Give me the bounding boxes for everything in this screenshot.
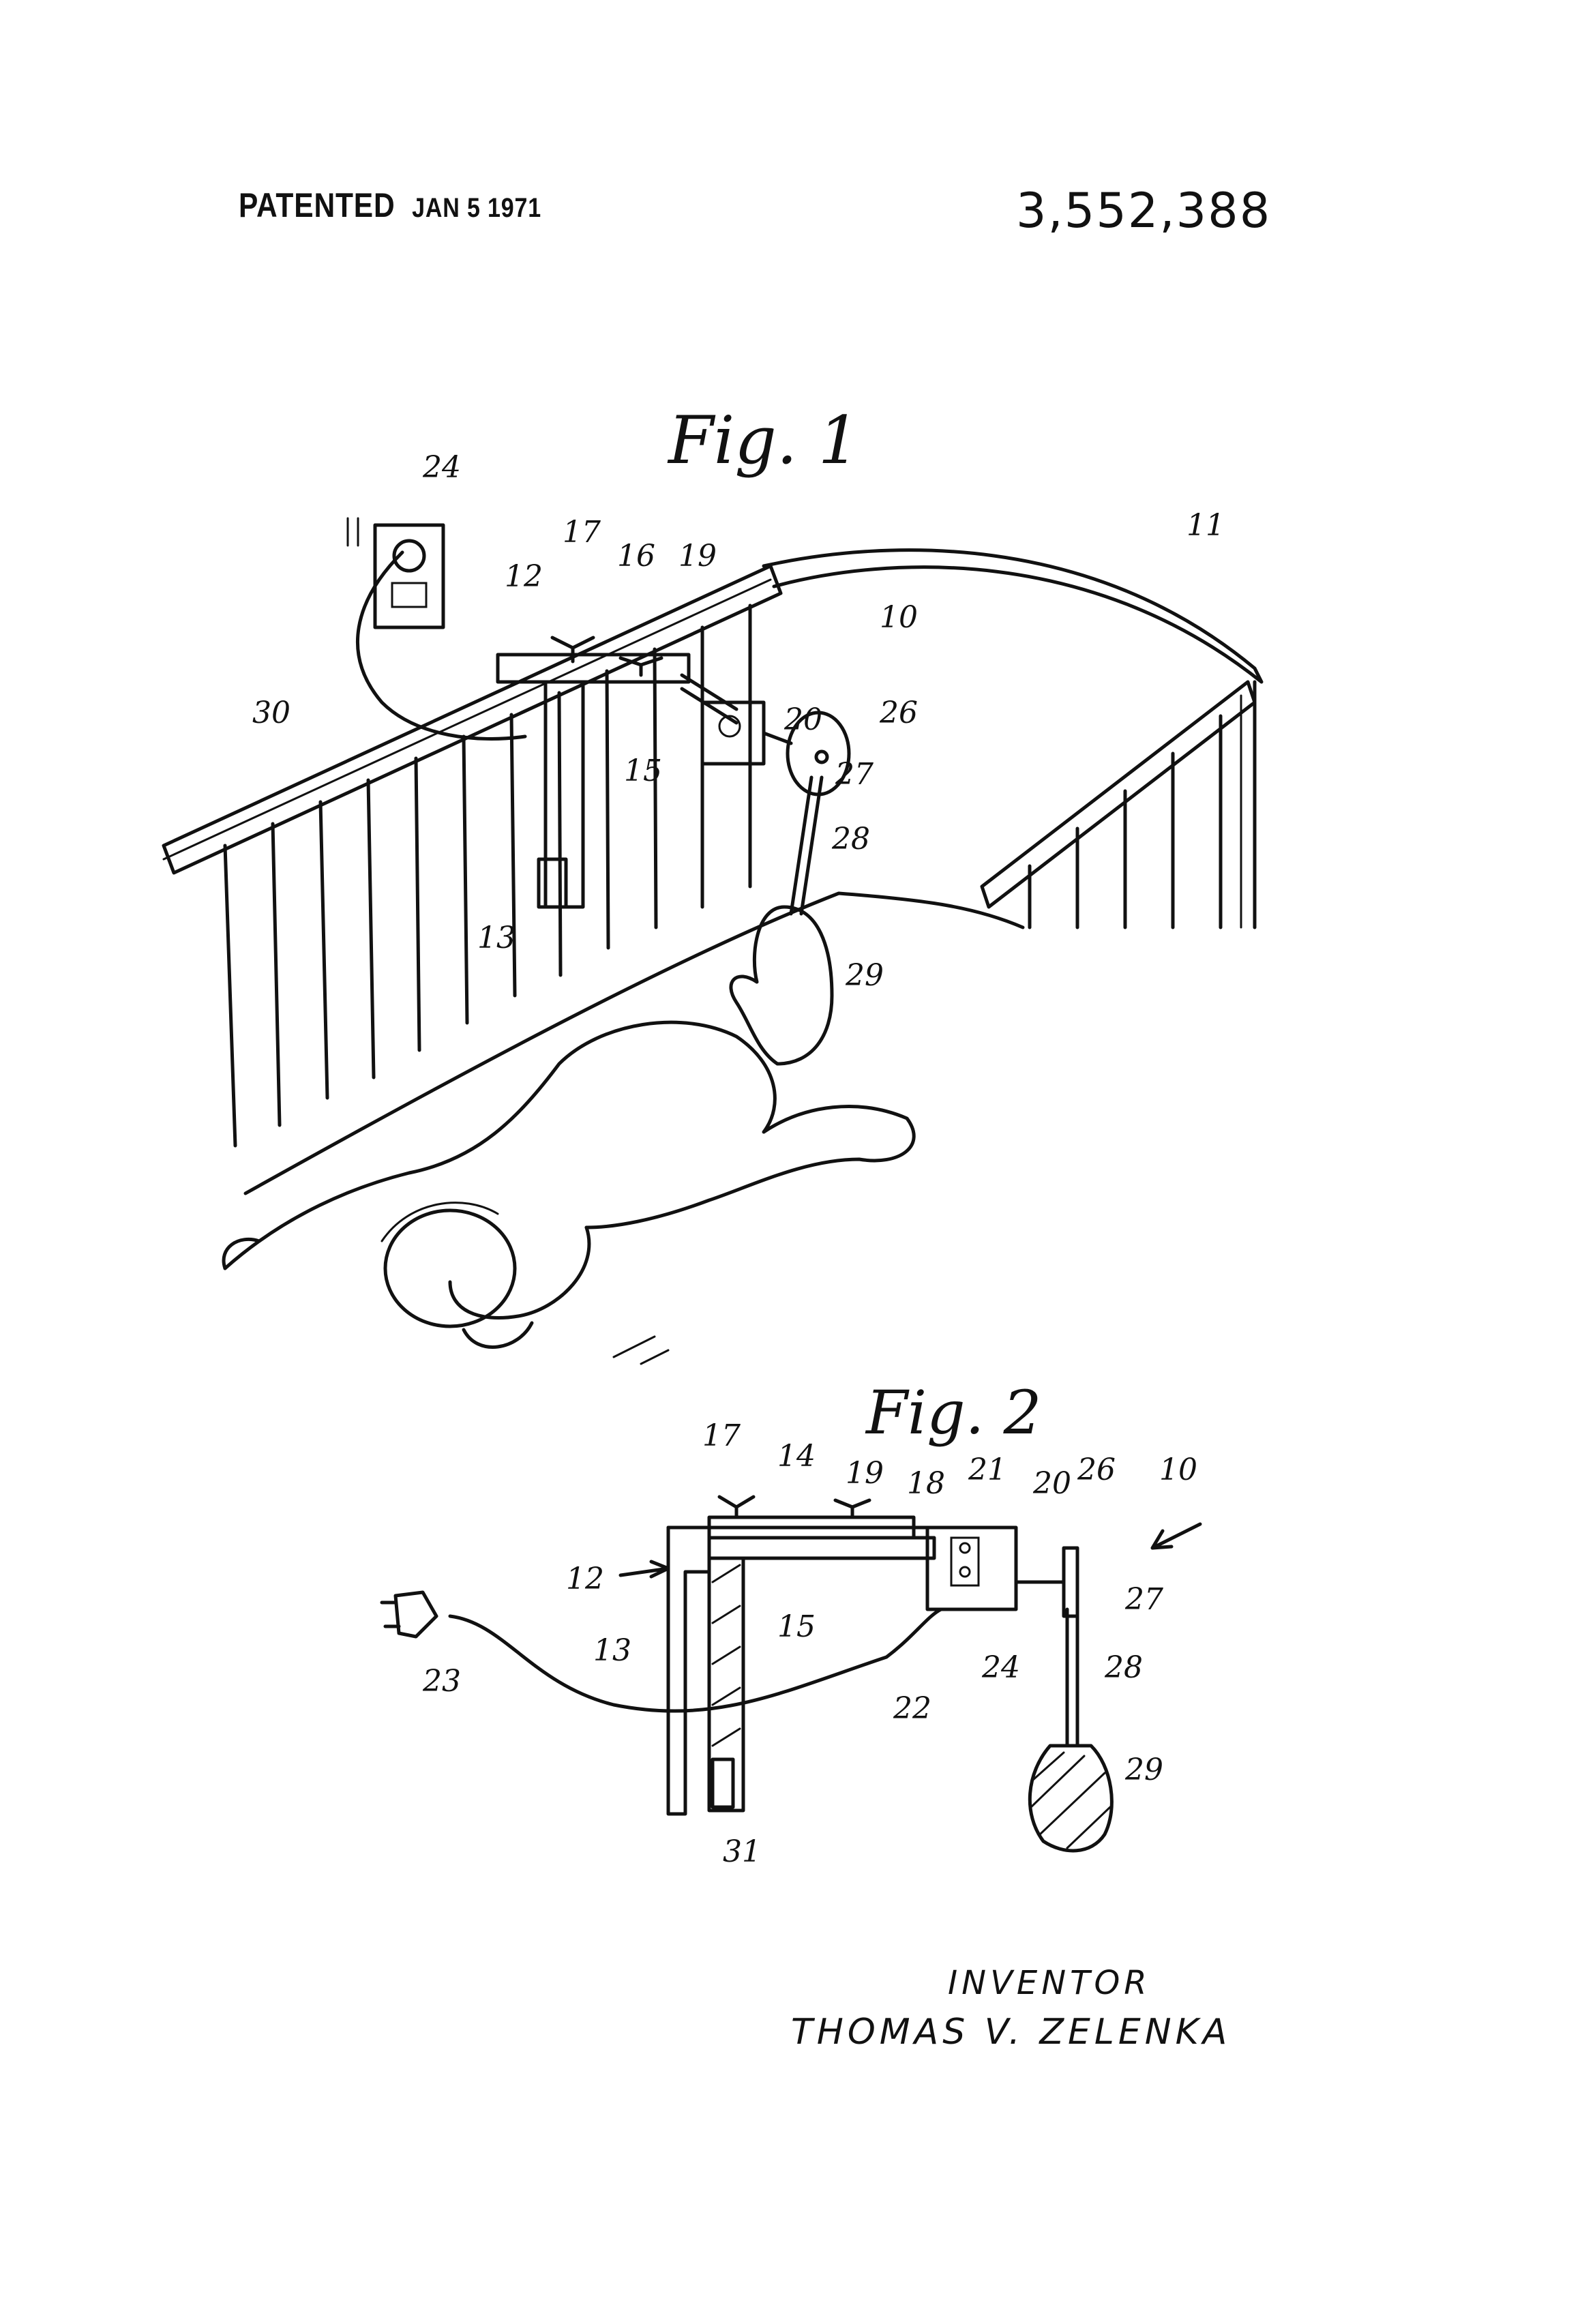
fig1-ref-11: 11: [1186, 508, 1225, 543]
baby-head: [383, 1208, 517, 1328]
fig2-ref-13: 13: [593, 1633, 631, 1668]
fig1-ref-16: 16: [617, 539, 655, 573]
clamp-bracket-top: [496, 653, 691, 684]
inventor-name: THOMAS V. ZELENKA: [791, 2012, 1232, 2053]
outlet-socket: [391, 582, 428, 608]
plug-23: [393, 1590, 438, 1639]
fig2-ref-18: 18: [907, 1466, 945, 1501]
patented-label: PATENTED: [239, 186, 395, 224]
sleeping-baby: [222, 1020, 916, 1365]
fig1-ref-19: 19: [678, 539, 717, 573]
fig1-ref-24: 24: [423, 450, 461, 485]
inventor-label: INVENTOR: [948, 1964, 1151, 2002]
support-arm-18: [707, 1536, 936, 1560]
eccentric-pin-27: [814, 749, 829, 764]
fig1-ref-26: 26: [880, 696, 918, 730]
crib-rail-back: [762, 548, 1264, 684]
fig1-ref-10: 10: [880, 600, 918, 635]
pad-31: [711, 1757, 735, 1809]
fig2-ref-22: 22: [893, 1691, 931, 1726]
fig2-ref-19: 19: [846, 1456, 884, 1491]
wing-nut-19: [618, 656, 663, 677]
crib-rail-front: [162, 564, 783, 875]
patent-number: 3,552,388: [1016, 183, 1272, 239]
fig2-ref-20: 20: [1033, 1466, 1071, 1501]
fig1-title: Fig. 1: [668, 402, 860, 479]
fig2-ref-21: 21: [968, 1452, 1006, 1487]
fig2-ref-23: 23: [423, 1664, 461, 1699]
wing-nut-19: [833, 1498, 871, 1519]
wing-nut-17: [717, 1495, 756, 1519]
fig2-ref-10: 10: [1159, 1452, 1197, 1487]
fig1-drawing: [162, 517, 1264, 1365]
patented-date: JAN 5 1971: [412, 193, 542, 223]
clamp-pad: [537, 857, 568, 909]
fig2-ref-31: 31: [723, 1834, 761, 1869]
wing-nut-17: [550, 636, 595, 664]
power-cord: [355, 550, 527, 741]
disc-26: [1062, 1546, 1079, 1618]
motor-20: [700, 700, 766, 766]
arrow-12: [618, 1560, 670, 1579]
bracket-leg-13: [666, 1553, 711, 1816]
fig2-drawing: [380, 1495, 1202, 1853]
mitten-29: [1028, 1744, 1114, 1853]
fig2-ref-15: 15: [777, 1609, 816, 1644]
fig1-ref-12: 12: [505, 559, 543, 594]
fig1-ref-28: 28: [832, 822, 870, 856]
connecting-rod-28: [789, 775, 814, 916]
fig2-ref-29: 29: [1125, 1753, 1163, 1787]
cord-22: [448, 1607, 943, 1713]
outlet-plug: [392, 539, 426, 573]
fig2-ref-26: 26: [1077, 1452, 1116, 1487]
fig2-ref-28: 28: [1105, 1650, 1143, 1685]
fig1-ref-13: 13: [477, 921, 516, 955]
mitten-29: [729, 905, 834, 1066]
fig2-ref-27: 27: [1125, 1582, 1163, 1617]
fig1-ref-30: 30: [252, 696, 290, 730]
fig2-ref-24: 24: [982, 1650, 1020, 1685]
fig1-ref-29: 29: [846, 958, 884, 993]
fig2-title: Fig. 2: [866, 1377, 1042, 1448]
fig1-ref-15: 15: [624, 754, 662, 788]
fig2-ref-17: 17: [702, 1418, 741, 1453]
fig2-ref-12: 12: [566, 1562, 604, 1596]
crib-spindles: [223, 604, 1223, 1148]
fig1-ref-20: 20: [784, 702, 822, 737]
patented-header: PATENTED JAN 5 1971: [239, 185, 541, 225]
clamp-arm-15: [707, 1556, 745, 1813]
wall-outlet: [373, 523, 445, 629]
motor-20: [925, 1525, 1018, 1611]
fig1-ref-27: 27: [835, 757, 874, 792]
arrow-10: [1150, 1522, 1202, 1550]
crib-rail-right: [980, 680, 1257, 909]
mattress-edge: [243, 891, 1025, 1195]
fig2-ref-14: 14: [777, 1439, 816, 1474]
fig1-ref-17: 17: [563, 515, 601, 550]
